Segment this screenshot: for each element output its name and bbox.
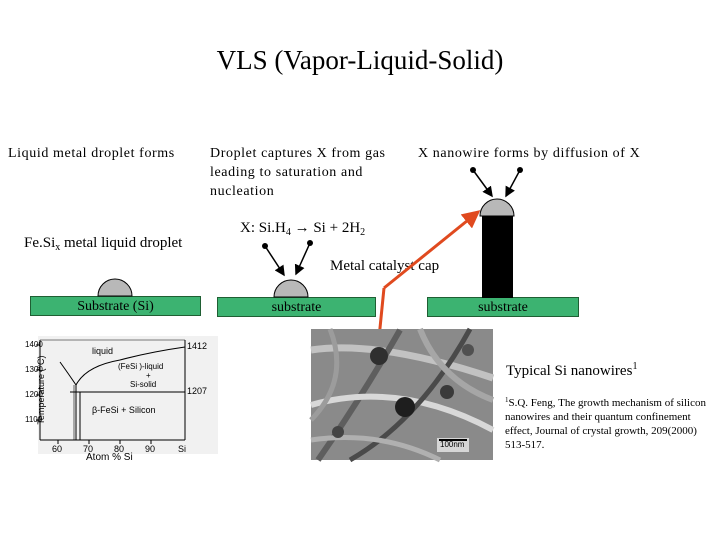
citation: 1S.Q. Feng, The growth mechanism of sili… — [505, 396, 706, 451]
phase-ytick-1300: 1300 — [25, 365, 43, 374]
phase-region-si-solid: Si-solid — [130, 380, 157, 389]
gas-capture-arrows-2 — [262, 240, 313, 277]
nanowire-column — [482, 216, 513, 298]
nanowires-caption: Typical Si nanowires1 — [506, 361, 638, 379]
catalyst-label: Metal catalyst cap — [330, 258, 440, 274]
phase-region-plus: + — [146, 371, 151, 380]
substrate-bar-1: Substrate (Si) — [30, 296, 201, 316]
phase-xtick-70: 70 — [83, 444, 94, 454]
phase-region-fesi-liquid: (FeSi )-liquid — [118, 362, 164, 371]
phase-temp-1412: 1412 — [187, 341, 208, 351]
nanowire-micrograph — [309, 327, 495, 463]
phase-xlabel: Atom % Si — [86, 452, 133, 463]
phase-ytick-1100: 1100 — [25, 415, 43, 424]
phase-ytick-1200: 1200 — [25, 390, 43, 399]
scale-bar-label: 100nm — [440, 440, 465, 449]
phase-xtick-80: 80 — [114, 444, 125, 454]
reaction-equation: X: Si.H4 → Si + 2H2 — [240, 220, 366, 238]
droplet-1 — [97, 278, 133, 297]
phase-temp-1207: 1207 — [187, 386, 208, 396]
droplet-label: Fe.Six metal liquid droplet — [24, 235, 183, 253]
phase-xtick-60: 60 — [52, 444, 63, 454]
step3-caption: X nanowire forms by diffusion of X — [418, 146, 641, 161]
step1-caption: Liquid metal droplet forms — [8, 146, 175, 161]
phase-ytick-1400: 1400 — [25, 340, 43, 349]
step2-caption: Droplet captures X from gas leading to s… — [210, 146, 386, 199]
catalyst-pointer-arrow-1 — [383, 210, 481, 290]
slide-title: VLS (Vapor-Liquid-Solid) — [216, 45, 504, 75]
gas-capture-arrows-3 — [470, 167, 523, 198]
phase-region-liquid: liquid — [92, 346, 114, 356]
phase-diagram — [36, 336, 218, 454]
phase-xtick-90: 90 — [145, 444, 156, 454]
droplet-3 — [479, 198, 515, 217]
phase-region-beta-fesi2: β-FeSi + Silicon — [92, 405, 156, 415]
droplet-2 — [273, 279, 309, 298]
phase-xtick-si: Si — [178, 444, 187, 454]
